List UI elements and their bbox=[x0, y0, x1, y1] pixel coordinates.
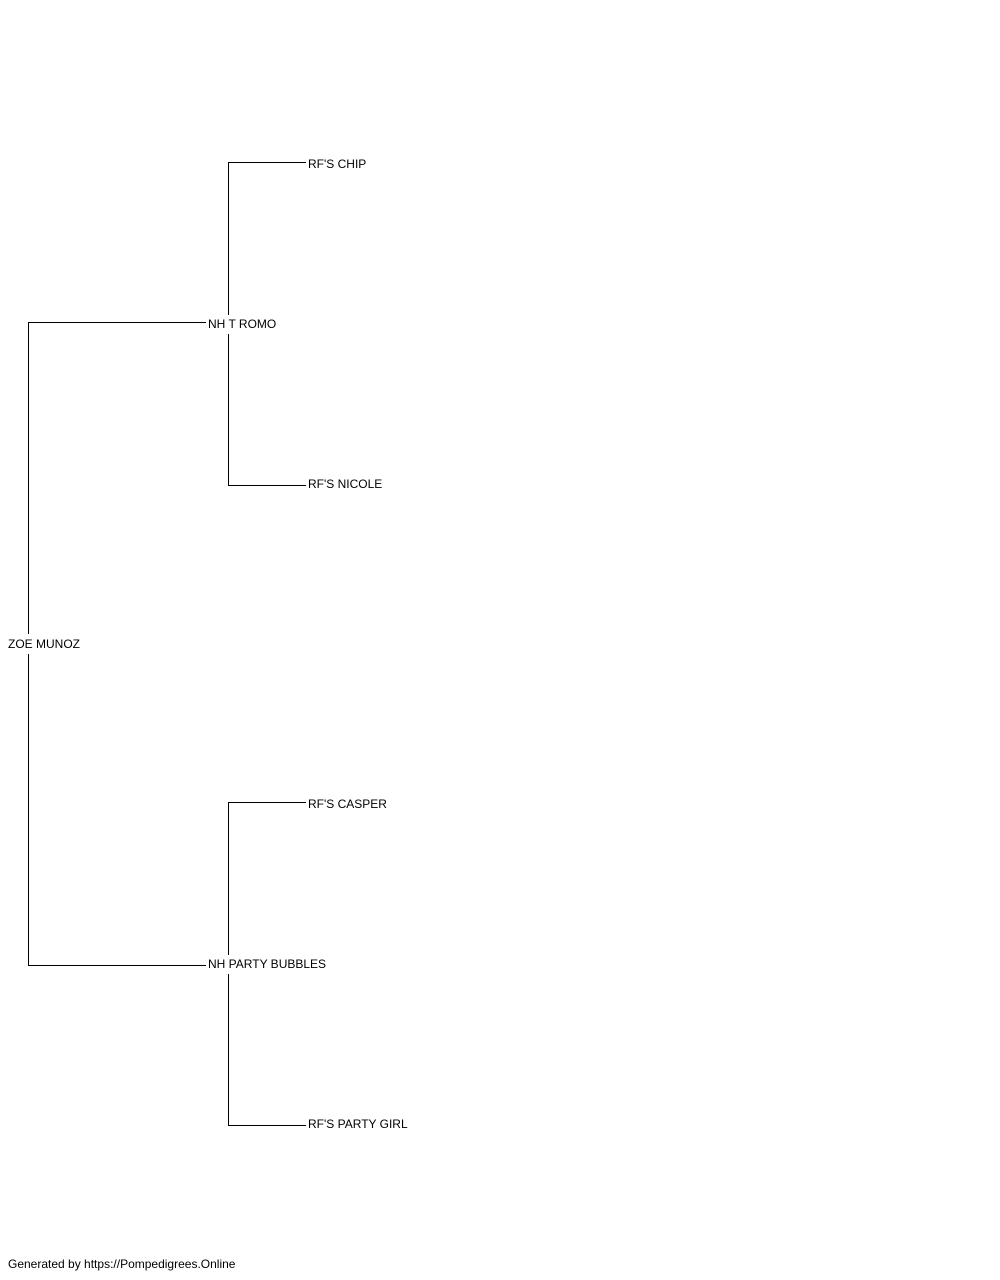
generated-by-footer: Generated by https://Pompedigrees.Online bbox=[8, 1257, 236, 1271]
paternal-granddam-name: RF'S NICOLE bbox=[308, 477, 382, 491]
dam-name: NH PARTY BUBBLES bbox=[208, 957, 326, 971]
maternal-grandsire-name: RF'S CASPER bbox=[308, 797, 387, 811]
sire-name: NH T ROMO bbox=[208, 317, 276, 331]
maternal-granddam-name: RF'S PARTY GIRL bbox=[308, 1117, 408, 1131]
paternal-grandsire-name: RF'S CHIP bbox=[308, 157, 366, 171]
subject-name: ZOE MUNOZ bbox=[8, 637, 80, 651]
